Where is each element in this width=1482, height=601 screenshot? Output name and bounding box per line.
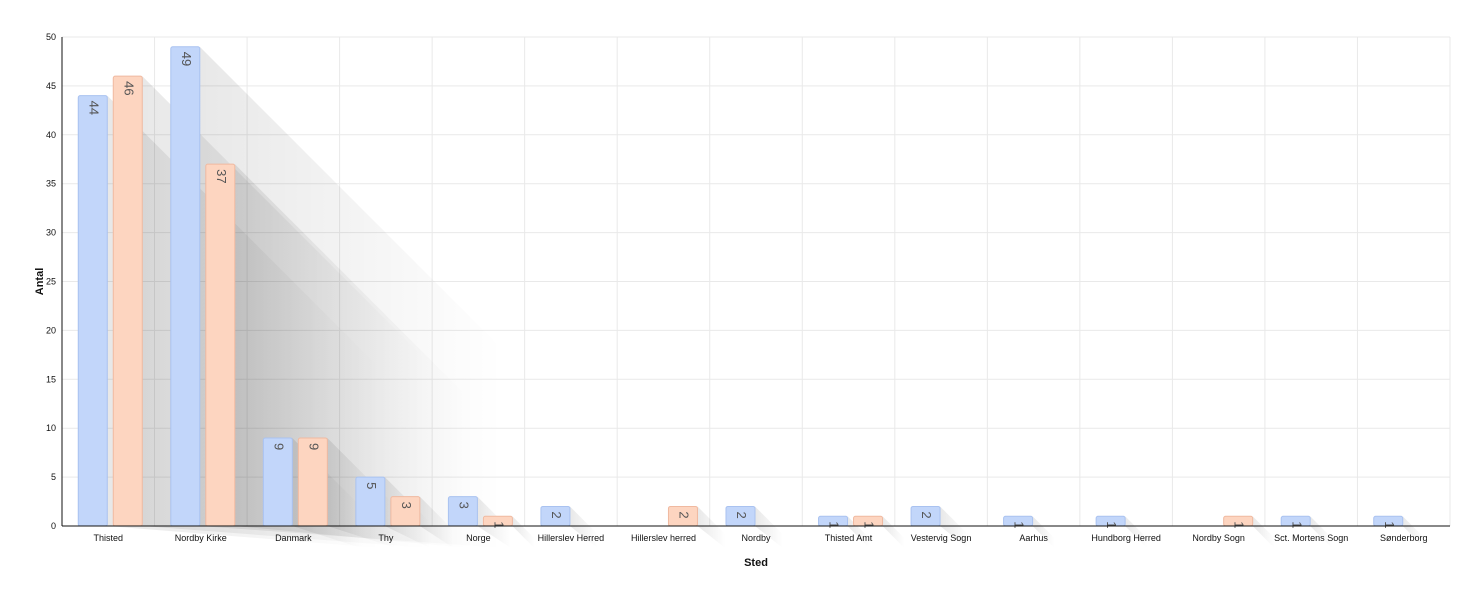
x-tick-label: Vestervig Sogn <box>911 533 972 543</box>
bar-shadow <box>512 516 535 548</box>
bar-value-label: 37 <box>214 169 229 183</box>
y-axis-title: Antal <box>34 268 46 296</box>
bar-shadow <box>1310 516 1333 548</box>
bar-shadow <box>755 506 783 548</box>
x-tick-label: Sct. Mortens Sogn <box>1274 533 1348 543</box>
bars: 44 46 49 37 9 9 5 3 3 1 2 2 2 1 1 2 1 1 1 1 1 <box>77 46 1404 528</box>
x-tick-label: Hillerslev herred <box>631 533 696 543</box>
x-tick-label: Thisted <box>94 533 124 543</box>
y-tick-label: 15 <box>46 374 56 384</box>
bar-value-label: 2 <box>919 511 934 518</box>
x-tick-label: Thisted Amt <box>825 533 873 543</box>
bar-value-label: 1 <box>1382 521 1397 528</box>
bar-value-label: 5 <box>364 482 379 489</box>
bar-value-label: 46 <box>121 81 136 95</box>
bar-value-label: 2 <box>734 511 749 518</box>
bar-shadow <box>1402 516 1425 548</box>
bar-value-label: 1 <box>1012 521 1027 528</box>
bar <box>262 437 293 527</box>
y-tick-label: 10 <box>46 423 56 433</box>
bar <box>77 95 108 527</box>
y-tick-label: 30 <box>46 228 56 238</box>
bar-value-label: 9 <box>271 443 286 450</box>
bar-shadow <box>569 506 598 548</box>
bar <box>112 75 143 527</box>
x-tick-label: Thy <box>378 533 394 543</box>
bar-shadow <box>1252 516 1275 548</box>
y-tick-label: 35 <box>46 179 56 189</box>
x-tick-label: Danmark <box>275 533 312 543</box>
bar-value-label: 3 <box>399 502 414 509</box>
bar-value-label: 1 <box>827 521 842 528</box>
x-tick-label: Hillerslev Herred <box>538 533 605 543</box>
y-tick-label: 40 <box>46 130 56 140</box>
x-tick-label: Hundborg Herred <box>1091 533 1161 543</box>
x-axis-title: Sted <box>744 557 768 569</box>
x-tick-label: Nordby <box>741 533 771 543</box>
bar <box>297 437 328 527</box>
bar-shadow <box>847 516 870 548</box>
bar-value-label: 1 <box>862 521 877 528</box>
y-tick-label: 45 <box>46 81 56 91</box>
bar-value-label: 1 <box>1289 521 1304 528</box>
y-tick-label: 50 <box>46 32 56 42</box>
bar-value-label: 49 <box>179 52 194 66</box>
x-tick-label: Norge <box>466 533 491 543</box>
x-tick-label: Sønderborg <box>1380 533 1428 543</box>
x-tick-label: Aarhus <box>1019 533 1048 543</box>
y-tick-label: 5 <box>51 472 56 482</box>
bar-value-label: 3 <box>456 502 471 509</box>
bar-shadow <box>1032 516 1055 548</box>
bar-shadow <box>697 506 726 548</box>
y-tick-label: 25 <box>46 277 56 287</box>
y-tick-label: 20 <box>46 325 56 335</box>
bar-value-label: 44 <box>86 101 101 115</box>
y-tick-label: 0 <box>51 521 56 531</box>
bar <box>170 46 201 527</box>
bar-shadow <box>1125 516 1148 548</box>
bar-shadow <box>940 506 968 548</box>
bar-value-label: 1 <box>1232 521 1247 528</box>
bar <box>205 163 236 527</box>
bar-value-label: 2 <box>549 511 564 518</box>
x-tick-label: Nordby Sogn <box>1192 533 1245 543</box>
bar-shadow <box>882 516 905 548</box>
bar-value-label: 1 <box>1104 521 1119 528</box>
x-tick-label: Nordby Kirke <box>175 533 227 543</box>
bar-shadow <box>419 496 454 548</box>
bar-value-label: 9 <box>306 443 321 450</box>
bar-value-label: 2 <box>677 511 692 518</box>
bar-value-label: 1 <box>491 521 506 528</box>
